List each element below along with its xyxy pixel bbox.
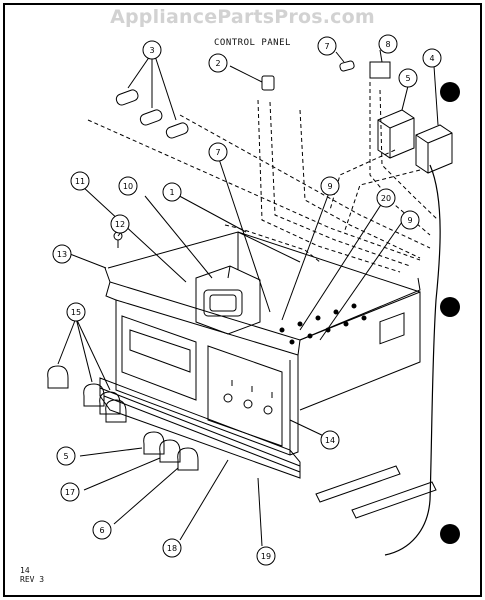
callout-label-c-5b: 5 <box>63 452 68 461</box>
leader-lines <box>69 155 403 547</box>
callout-bubble-c-6 <box>92 520 112 540</box>
callout-bubble-c-7b <box>208 142 228 162</box>
front-console <box>104 267 421 456</box>
relay-4 <box>415 65 453 174</box>
callout-label-c-19: 19 <box>261 552 271 561</box>
callout-bubble-c-9b <box>400 210 420 230</box>
binder-hole-middle <box>440 297 460 317</box>
callout-bubble-c-5b <box>56 446 76 466</box>
callout-bubble-c-1 <box>162 182 182 202</box>
binder-hole-top <box>440 82 460 102</box>
knobs-15 <box>47 317 127 423</box>
callout-label-c-18: 18 <box>167 544 177 553</box>
callout-bubble-c-15 <box>66 302 86 322</box>
relay-5 <box>377 85 415 159</box>
callout-label-c-3: 3 <box>149 46 154 55</box>
callout-bubble-c-3 <box>142 40 162 60</box>
diagram-title: CONTROL PANEL <box>214 38 291 48</box>
control-housing <box>107 231 421 293</box>
callout-bubble-c-5a <box>398 68 418 88</box>
front-overlay <box>121 315 283 447</box>
watermark-text: AppliancePartsPros.com <box>110 6 375 28</box>
rods <box>315 465 437 519</box>
callout-bubble-c-12 <box>110 214 130 234</box>
panel-holes <box>279 303 367 345</box>
switch-8 <box>369 49 391 79</box>
callout-label-c-7a: 7 <box>324 42 329 51</box>
callout-label-c-11: 11 <box>75 177 85 186</box>
knob-2 <box>229 65 275 91</box>
diagram-footer: 14 REV 3 <box>20 566 44 584</box>
callout-bubble-c-9a <box>320 176 340 196</box>
callout-bubble-c-7a <box>317 36 337 56</box>
wiring-lines <box>87 82 439 273</box>
callout-label-c-5a: 5 <box>405 74 410 83</box>
bulbs-3 <box>115 55 189 139</box>
callout-bubble-c-2 <box>208 53 228 73</box>
binder-hole-bottom <box>440 524 460 544</box>
callout-label-c-9a: 9 <box>327 182 332 191</box>
callout-label-c-1: 1 <box>169 188 174 197</box>
callout-label-c-2: 2 <box>215 59 220 68</box>
callout-label-c-12: 12 <box>115 220 125 229</box>
trim-strip-18 <box>99 377 301 479</box>
callout-label-c-9b: 9 <box>407 216 412 225</box>
callout-bubble-c-4 <box>422 48 442 68</box>
part-7-top <box>335 51 355 72</box>
page-number: 14 <box>20 566 30 575</box>
callout-label-c-10: 10 <box>123 182 133 191</box>
callout-bubble-c-20 <box>376 188 396 208</box>
callout-label-c-14: 14 <box>325 436 335 445</box>
callout-bubble-c-19 <box>256 546 276 566</box>
callout-bubble-c-11 <box>70 171 90 191</box>
module-10 <box>144 195 261 335</box>
callout-bubble-c-8 <box>378 34 398 54</box>
callout-bubble-c-18 <box>162 538 182 558</box>
callout-bubble-c-17 <box>60 482 80 502</box>
callout-label-c-7b: 7 <box>215 148 220 157</box>
revision-label: REV 3 <box>20 575 45 584</box>
callout-label-c-17: 17 <box>65 488 75 497</box>
callout-label-c-20: 20 <box>381 194 391 203</box>
callout-label-c-6: 6 <box>99 526 104 535</box>
callout-bubble-c-10 <box>118 176 138 196</box>
callout-label-c-13: 13 <box>57 250 67 259</box>
screw-12 <box>113 231 123 248</box>
callout-label-c-15: 15 <box>71 308 81 317</box>
callout-label-c-8: 8 <box>385 40 390 49</box>
cable-4 <box>384 164 441 556</box>
callout-bubble-c-14 <box>320 430 340 450</box>
diagram-frame <box>3 3 482 597</box>
knobs-lower <box>143 431 199 471</box>
callout-bubble-c-13 <box>52 244 72 264</box>
callout-label-c-4: 4 <box>429 54 434 63</box>
